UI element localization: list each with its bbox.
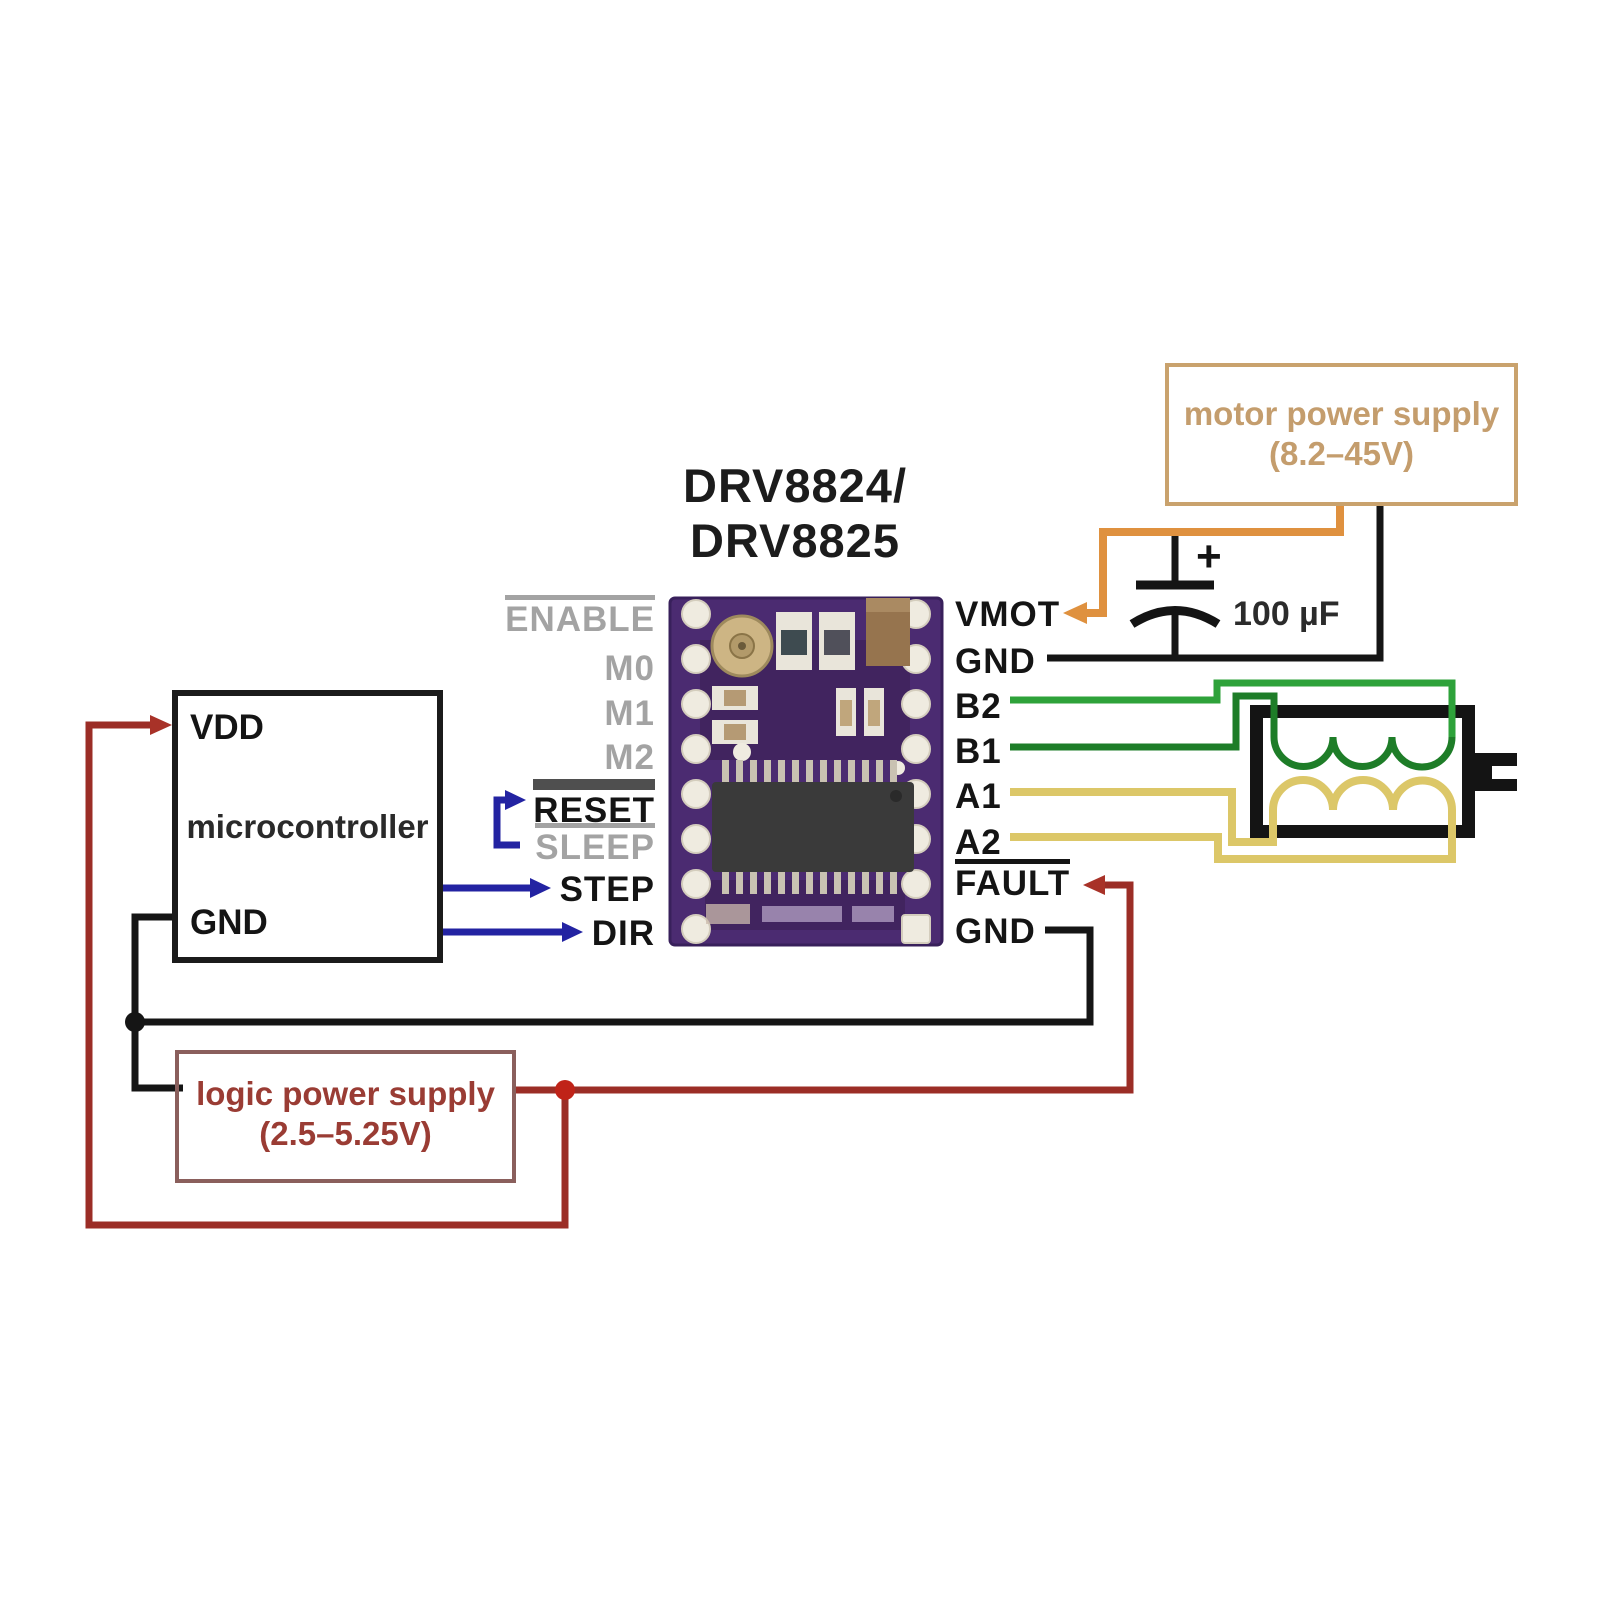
silkscreen-marks bbox=[706, 904, 894, 924]
phase-a-wiring bbox=[1010, 776, 1456, 863]
logic-supply-label: logic power supply bbox=[196, 1075, 495, 1112]
reset-sleep-jumper bbox=[493, 796, 520, 849]
motor-power-supply-box: motor power supply (8.2–45V) bbox=[1165, 363, 1518, 506]
step-arrowhead-icon bbox=[530, 878, 551, 898]
pin-label-vmot: VMOT bbox=[955, 595, 1061, 634]
pin-label-sleep: SLEEP bbox=[535, 823, 655, 867]
vmot-arrowhead-icon bbox=[1063, 602, 1087, 624]
phase-a-coil bbox=[1269, 776, 1456, 811]
pin-label-m0: M0 bbox=[604, 649, 655, 688]
micro-gnd-wire bbox=[131, 913, 183, 1092]
vmot-wire bbox=[1080, 505, 1344, 617]
motor-body bbox=[1250, 705, 1475, 838]
board-title-line1: DRV8824/ bbox=[683, 459, 907, 512]
ground-wiring bbox=[131, 505, 1384, 1092]
board-title: DRV8824/ DRV8825 bbox=[635, 458, 955, 568]
pin-label-dir: DIR bbox=[591, 914, 655, 953]
dir-arrowhead-icon bbox=[562, 922, 583, 942]
micro-vdd-pin: VDD bbox=[190, 708, 264, 747]
phase-b-wiring bbox=[1010, 679, 1456, 771]
pin-label-a2: A2 bbox=[955, 823, 1002, 862]
fault-arrowhead-icon bbox=[1083, 875, 1105, 895]
fault-wire bbox=[515, 881, 1134, 1094]
trimpot-icon bbox=[710, 614, 774, 678]
smd-components bbox=[712, 598, 910, 775]
logic-supply-voltage: (2.5–5.25V) bbox=[259, 1115, 432, 1152]
vdd-wire bbox=[85, 721, 569, 1229]
b1-wire bbox=[1010, 692, 1278, 751]
phase-b-coil bbox=[1270, 736, 1456, 771]
vmot-wiring bbox=[1063, 505, 1344, 624]
motor-supply-gnd-wire bbox=[1047, 505, 1384, 662]
board-title-line2: DRV8825 bbox=[690, 514, 900, 567]
logic-power-wiring bbox=[85, 715, 1134, 1229]
motor-supply-label: motor power supply bbox=[1183, 395, 1500, 432]
capacitor-value-label: 100 µF bbox=[1233, 595, 1340, 633]
ic-leads bbox=[722, 760, 897, 894]
capacitor-polarity-label: + bbox=[1196, 532, 1222, 581]
pin-label-b1: B1 bbox=[955, 732, 1002, 771]
microcontroller-label: microcontroller bbox=[186, 808, 429, 845]
motor-supply-voltage: (8.2–45V) bbox=[1269, 435, 1414, 472]
a2-wire bbox=[1010, 810, 1456, 863]
pin-label-step: STEP bbox=[559, 870, 655, 909]
microcontroller-box: VDD microcontroller GND bbox=[172, 690, 443, 963]
driver-ic bbox=[712, 760, 914, 894]
b2-wire bbox=[1010, 679, 1456, 737]
logic-junction-dot bbox=[555, 1080, 575, 1100]
pin-label-gnd-bottom: GND bbox=[955, 912, 1036, 951]
driver-gnd-return-wire bbox=[135, 926, 1094, 1026]
pin-label-a1: A1 bbox=[955, 777, 1002, 816]
capacitor-symbol bbox=[1129, 580, 1221, 628]
pin-label-b2: B2 bbox=[955, 687, 1002, 726]
pin-label-gnd-top: GND bbox=[955, 642, 1036, 681]
a1-wire bbox=[1010, 788, 1277, 846]
pin-label-m1: M1 bbox=[604, 694, 655, 733]
pin-label-fault: FAULT bbox=[955, 859, 1071, 903]
gnd-junction-dot bbox=[125, 1012, 145, 1032]
motor-shaft-icon bbox=[1469, 753, 1517, 791]
pcb-pads bbox=[681, 599, 931, 944]
pin-label-enable: ENABLE bbox=[505, 595, 655, 639]
logic-power-supply-box: logic power supply (2.5–5.25V) bbox=[175, 1050, 516, 1183]
signal-wiring bbox=[443, 790, 583, 942]
reset-arrowhead-icon bbox=[505, 790, 526, 810]
pin-label-m2: M2 bbox=[604, 738, 655, 777]
driver-board bbox=[668, 596, 944, 947]
vdd-arrowhead-icon bbox=[150, 715, 172, 735]
micro-gnd-pin: GND bbox=[190, 903, 268, 942]
